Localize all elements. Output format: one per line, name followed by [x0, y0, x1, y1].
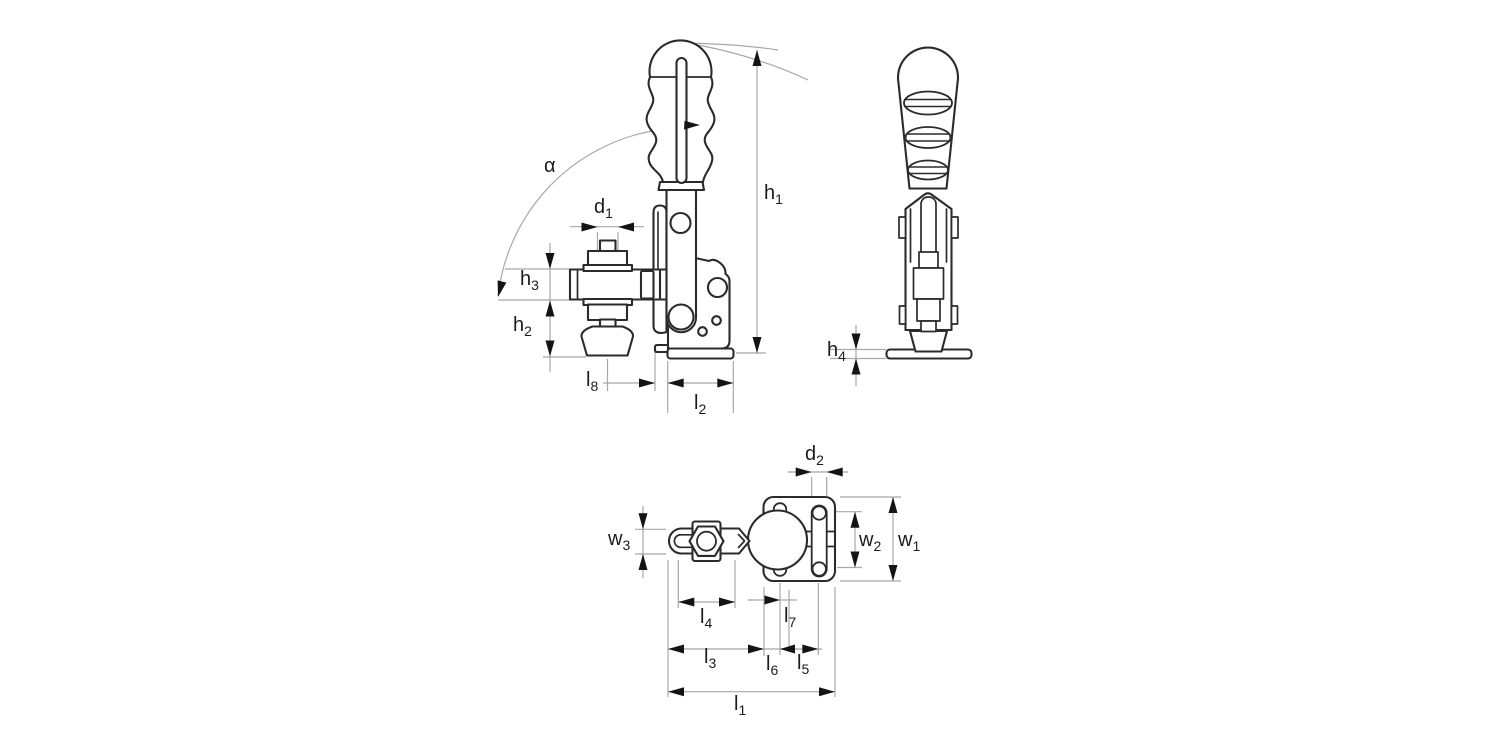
base-foot: [653, 343, 735, 360]
dim-label-h3: h3: [520, 268, 539, 293]
dim-label-l7: l7: [784, 605, 797, 630]
mounting-hole: [711, 315, 722, 326]
dim-label-h2: h2: [513, 314, 532, 339]
dim-label-d1: d1: [594, 196, 613, 221]
dim-label-l5: l5: [797, 652, 810, 677]
dimension-arrows: [497, 50, 898, 697]
handle-side: [896, 46, 960, 190]
handle-slot: [675, 56, 688, 185]
clevis-body: [898, 192, 959, 333]
grip-groove: [904, 126, 952, 149]
lever-hole: [669, 211, 692, 235]
rubber-tip: [580, 325, 635, 357]
side-view: [885, 46, 973, 360]
lever-pivot-hole: [667, 303, 695, 331]
dim-label-l2: l2: [694, 392, 707, 417]
mounting-hole: [697, 326, 708, 337]
right-mounting-hole: [811, 561, 827, 577]
handle-grip: [645, 39, 716, 192]
top-view: [667, 495, 837, 583]
dim-label-h4: h4: [827, 339, 846, 364]
dim-label-w3: w3: [608, 528, 631, 553]
front-view: [568, 39, 735, 360]
dim-label-l6: l6: [766, 653, 779, 678]
dim-label-l4: l4: [700, 606, 713, 631]
dim-label-l3: l3: [704, 646, 717, 671]
dim-label-alpha: α: [544, 155, 556, 177]
spindle-knob-top: [746, 509, 809, 571]
dim-label-l8: l8: [586, 369, 599, 394]
foot-side: [908, 329, 949, 353]
dim-label-w1: w1: [898, 529, 921, 554]
dim-label-h1: h1: [764, 182, 783, 207]
plunger-slide: [639, 204, 668, 335]
grip-groove: [903, 90, 953, 116]
hex-nut-bore: [696, 530, 717, 552]
grip-groove: [907, 159, 949, 181]
pivot-hole: [706, 276, 729, 299]
dim-label-l1: l1: [734, 693, 747, 718]
dim-label-w2: w2: [859, 529, 882, 554]
dim-label-d2: d2: [805, 443, 824, 468]
arm-top: [667, 520, 751, 563]
spindle-assembly: [580, 239, 635, 357]
right-mounting-hole: [811, 505, 827, 521]
